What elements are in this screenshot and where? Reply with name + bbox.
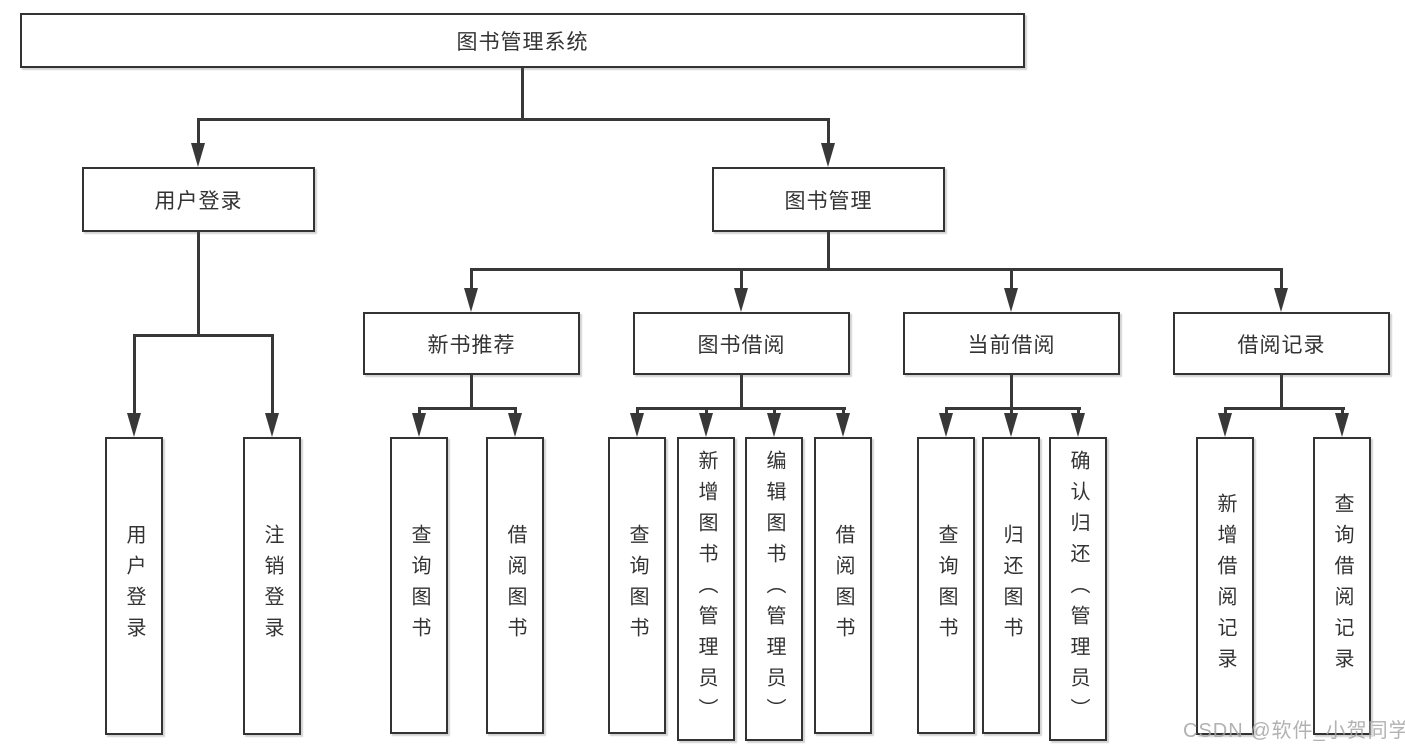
connector-level3-hline [469, 268, 1283, 271]
connector-current-hline [944, 407, 1081, 410]
leaf-current-return-books-label: 归还图书 [1000, 523, 1022, 648]
leaf-current-query-books: 查询图书 [917, 437, 975, 734]
leaf-newbook-query-books: 查询图书 [390, 437, 448, 734]
node-new-book-recommend: 新书推荐 [363, 312, 580, 375]
connector-book-mgmt-vline [826, 232, 830, 271]
node-user-login: 用户登录 [82, 167, 315, 232]
node-borrowing-records: 借阅记录 [1173, 312, 1390, 375]
arrow-to-user-login [190, 121, 206, 167]
arrow-to-borrowing-records [1273, 271, 1289, 312]
connector-borrowing-vline [739, 375, 743, 410]
connector-root-vline [520, 68, 524, 119]
leaf-current-query-books-label: 查询图书 [935, 523, 957, 648]
leaf-borrowing-edit-books-admin-label: 编辑图书（管理员） [763, 449, 785, 729]
leaf-borrowing-query-books: 查询图书 [608, 437, 666, 734]
arrow-to-book-management [820, 121, 836, 167]
leaf-user-login: 用户登录 [105, 437, 163, 735]
connector-newbook-hline [417, 407, 517, 410]
leaf-logout-label: 注销登录 [261, 524, 283, 648]
leaf-borrowing-add-books-admin-label: 新增图书（管理员） [695, 449, 717, 729]
leaf-newbook-borrow-books-label: 借阅图书 [504, 523, 526, 648]
arrow-to-new-book-recommend [463, 271, 479, 312]
leaf-records-add-record: 新增借阅记录 [1196, 437, 1254, 735]
connector-records-vline [1279, 375, 1283, 410]
arrow-records-query [1334, 410, 1350, 437]
leaf-newbook-borrow-books: 借阅图书 [486, 437, 544, 734]
leaf-newbook-query-books-label: 查询图书 [408, 523, 430, 648]
arrow-current-return [1003, 410, 1019, 437]
connector-current-vline [1009, 375, 1013, 410]
arrow-current-confirm-return [1070, 410, 1086, 437]
arrow-borrowing-edit [766, 410, 782, 437]
leaf-records-query-record: 查询借阅记录 [1313, 437, 1371, 735]
arrow-current-query [938, 410, 954, 437]
leaf-borrowing-borrow-books: 借阅图书 [814, 437, 872, 734]
csdn-watermark: CSDN @软件_小贺同学 [1183, 720, 1405, 742]
arrow-to-leaf-user-login [126, 337, 142, 437]
arrow-to-leaf-logout [264, 337, 280, 437]
connector-user-login-hline [132, 334, 274, 337]
leaf-current-return-books: 归还图书 [982, 437, 1040, 734]
leaf-user-login-label: 用户登录 [123, 524, 145, 648]
arrow-to-book-borrowing [733, 271, 749, 312]
arrow-records-add [1217, 410, 1233, 437]
node-current-borrowing: 当前借阅 [903, 312, 1120, 375]
leaf-borrowing-edit-books-admin: 编辑图书（管理员） [745, 437, 803, 741]
connector-borrowing-hline [635, 407, 846, 410]
leaf-records-add-record-label: 新增借阅记录 [1214, 493, 1236, 679]
node-book-management: 图书管理 [712, 167, 945, 232]
connector-records-hline [1223, 407, 1345, 410]
leaf-logout: 注销登录 [243, 437, 301, 735]
arrow-borrowing-add [698, 410, 714, 437]
node-book-borrowing: 图书借阅 [633, 312, 850, 375]
node-library-management-system: 图书管理系统 [20, 13, 1025, 68]
leaf-borrowing-add-books-admin: 新增图书（管理员） [677, 437, 735, 741]
leaf-borrowing-borrow-books-label: 借阅图书 [832, 523, 854, 648]
arrow-newbook-borrow [507, 410, 523, 437]
leaf-current-confirm-return-admin: 确认归还（管理员） [1049, 437, 1107, 741]
leaf-current-confirm-return-admin-label: 确认归还（管理员） [1067, 449, 1089, 729]
connector-user-login-vline [196, 232, 200, 337]
arrow-newbook-query [411, 410, 427, 437]
connector-level2-hline [196, 118, 830, 121]
leaf-borrowing-query-books-label: 查询图书 [626, 523, 648, 648]
arrow-borrowing-query [629, 410, 645, 437]
arrow-borrowing-borrow [835, 410, 851, 437]
leaf-records-query-record-label: 查询借阅记录 [1331, 493, 1353, 679]
arrow-to-current-borrowing [1003, 271, 1019, 312]
connector-newbook-vline [469, 375, 473, 410]
